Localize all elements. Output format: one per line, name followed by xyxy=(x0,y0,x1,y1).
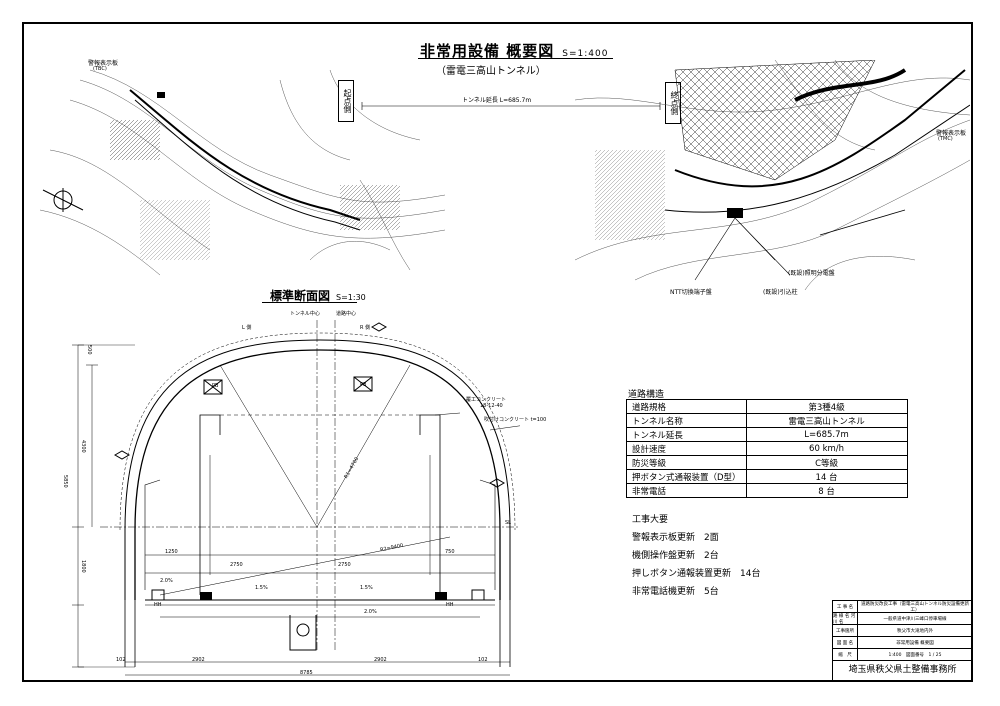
dim-8785: 8785 xyxy=(300,670,313,676)
warning-board-right-label: 警報表示板 xyxy=(936,130,967,137)
ntt-terminal-label: NTT切換端子盤 xyxy=(670,289,712,296)
hh-label-right: HH xyxy=(446,602,454,608)
drawing-subtitle: （雷電三高山トンネル） xyxy=(436,66,546,77)
table-row: 工 事 名道路防災改良工事（雷電三高山トンネル防災設備更新工） xyxy=(833,601,972,613)
l-side-label: L 側 xyxy=(242,325,252,331)
dim-102-left: 102 xyxy=(116,657,126,663)
list-item: 機側操作盤更新 2台 xyxy=(632,551,719,561)
dim-1250: 1250 xyxy=(165,549,178,555)
slope-left-label: 2.0% xyxy=(160,578,173,584)
dim-1800: 1800 xyxy=(80,560,86,573)
table-row: 押ボタン式通報装置（D型）14 台 xyxy=(626,469,908,484)
works-title: 工事大要 xyxy=(632,515,669,525)
title-block: 工 事 名道路防災改良工事（雷電三高山トンネル防災設備更新工） 路 線 名 河 … xyxy=(832,600,972,682)
drawing-frame xyxy=(22,22,973,682)
table-row: 道路規格第3種4級 xyxy=(626,399,908,414)
lighting-panel-label: (既設)照明分電盤 xyxy=(788,270,835,277)
road-center-label: 道路中心 xyxy=(336,311,357,317)
table-row: 路 線 名 河 川 名一般県道中津川三峰口停車場線 xyxy=(833,613,972,625)
title-scale: S=1:400 xyxy=(562,49,609,59)
start-side-marker: 起点側 xyxy=(338,80,354,122)
tunnel-center-label: トンネル中心 xyxy=(290,311,320,317)
pb-label-left: PB xyxy=(212,383,219,389)
office-name: 埼玉県秩父県土整備事務所 xyxy=(848,665,957,675)
warning-board-right-code: (TMC) xyxy=(938,136,953,142)
standard-cross-section xyxy=(72,320,520,676)
slope-mid-right-label: 1.5% xyxy=(360,585,373,591)
warning-board-left-label: 警報表示板 xyxy=(88,60,119,67)
dim-750: 750 xyxy=(445,549,455,555)
slope-mid-left-label: 1.5% xyxy=(255,585,268,591)
works-overview: 工事大要 警報表示板更新 2面 機側操作盤更新 2台 押しボタン通報装置更新 1… xyxy=(632,516,760,606)
plan-map-right xyxy=(575,60,970,290)
dim-2902-right: 2902 xyxy=(374,657,387,663)
pb-label-right: PB xyxy=(360,382,367,388)
plan-map-left xyxy=(39,69,445,276)
dim-500: 500 xyxy=(86,345,92,355)
lining-concrete-label: 覆工コンクリート xyxy=(466,397,507,403)
table-row: 図 面 名非常用設備 概要図 xyxy=(833,637,972,649)
section-underline xyxy=(262,302,357,303)
table-row: 工事箇所秩父市大滝地内外 xyxy=(833,625,972,637)
dim-2750-left: 2750 xyxy=(230,562,243,568)
list-item: 警報表示板更新 2面 xyxy=(632,533,719,543)
table-row: トンネル名称雷電三高山トンネル xyxy=(626,413,908,428)
title-underline xyxy=(418,58,613,59)
dim-2902-left: 2902 xyxy=(192,657,205,663)
list-item: 非常電話機更新 5台 xyxy=(632,587,719,597)
spray-concrete-label: 吹付けコンクリート t=100 xyxy=(484,417,547,423)
dim-102-right: 102 xyxy=(478,657,488,663)
dim-5850: 5850 xyxy=(62,475,68,488)
sl-label: SL xyxy=(505,520,511,526)
spec-table-title: 道路構造 xyxy=(628,390,665,400)
lining-spec-label: 18-12-40 xyxy=(480,403,503,409)
r-side-label: R 側 xyxy=(360,325,371,331)
dim-2750-right: 2750 xyxy=(338,562,351,568)
section-scale: S=1:30 xyxy=(336,293,366,302)
lead-pole-label: (既設)引込柱 xyxy=(763,289,798,296)
tunnel-length-dimension xyxy=(361,102,661,110)
warning-board-left-code: (TBC) xyxy=(93,66,107,72)
list-item: 押しボタン通報装置更新 14台 xyxy=(632,569,761,579)
dim-4300: 4300 xyxy=(80,440,86,453)
north-arrow-icon xyxy=(42,188,84,212)
hh-label-left: HH xyxy=(154,602,162,608)
tunnel-length-label: トンネル延長 L=685.7m xyxy=(462,97,532,104)
slope-bottom-label: 2.0% xyxy=(364,609,377,615)
